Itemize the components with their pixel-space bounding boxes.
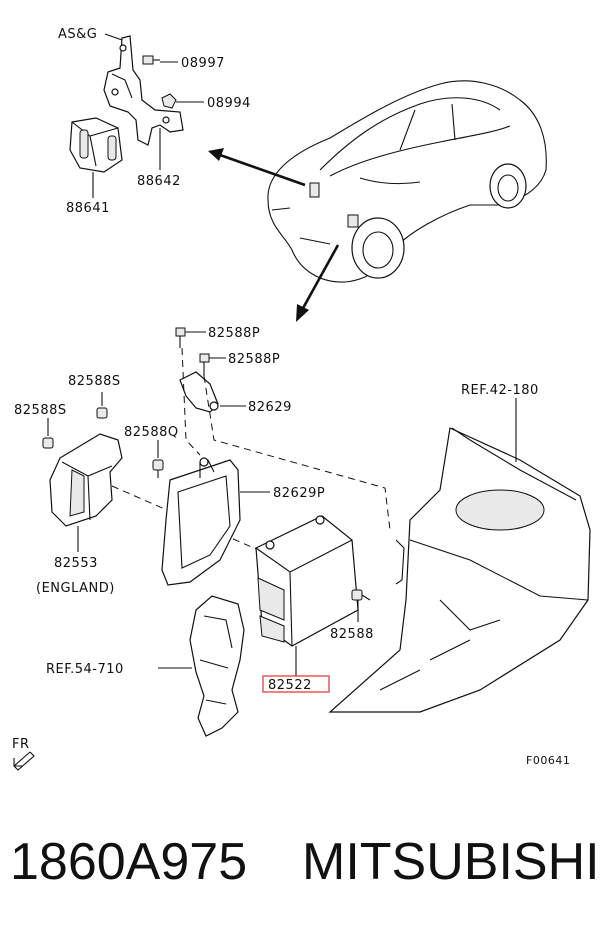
label-82588p-2: 82588P [228, 352, 280, 367]
leader-asg [104, 33, 123, 41]
floor-panel-ref-42-180 [328, 427, 591, 713]
bolt-82588 [351, 589, 371, 601]
label-82522: 82522 [268, 678, 312, 693]
label-82588: 82588 [330, 627, 374, 642]
bracket-82629 [179, 371, 219, 413]
label-code: F00641 [526, 754, 570, 767]
sensor-82553 [49, 433, 123, 527]
dashed-guide-1 [181, 347, 201, 456]
sensor-88641 [69, 117, 123, 173]
duct-ref-54-710 [189, 595, 245, 737]
label-82588s-2: 82588S [14, 403, 67, 418]
arrow-to-ecu [296, 244, 340, 322]
parts-diagram: AS&G 08997 08994 88642 88641 [12, 27, 591, 771]
label-ref54: REF.54-710 [46, 662, 124, 677]
label-88641: 88641 [66, 201, 110, 216]
label-ref42: REF.42-180 [461, 383, 539, 398]
bracket-88642 [103, 35, 184, 146]
label-08997: 08997 [181, 56, 225, 71]
label-82629: 82629 [248, 400, 292, 415]
label-asg: AS&G [58, 27, 97, 42]
screw-08997 [142, 55, 160, 65]
car-outline [267, 80, 547, 283]
arrow-to-bracket [208, 148, 306, 187]
car-sensor-marker [309, 182, 320, 198]
label-82588q: 82588Q [124, 425, 179, 440]
label-82553: 82553 [54, 556, 98, 571]
label-88642: 88642 [137, 174, 181, 189]
bolt-82588s-1 [96, 392, 108, 419]
bolt-82588s-2 [42, 418, 54, 449]
brand-name: MITSUBISHI [302, 833, 600, 891]
label-82588p-1: 82588P [208, 326, 260, 341]
car-ecu-marker [347, 214, 359, 228]
label-82629p: 82629P [273, 486, 325, 501]
clip-08994 [161, 93, 177, 109]
label-england: (ENGLAND) [36, 581, 115, 596]
bolt-82588p-1 [175, 327, 186, 348]
highlight-box-82522 [262, 675, 330, 693]
part-number: 1860A975 [10, 833, 248, 891]
label-fr: FR [12, 737, 30, 752]
bolt-82588p-2 [199, 353, 210, 376]
front-direction-icon [13, 751, 35, 771]
bracket-82629p [161, 457, 241, 586]
label-08994: 08994 [207, 96, 251, 111]
screw-82588q [152, 459, 164, 478]
label-82588s-1: 82588S [68, 374, 121, 389]
